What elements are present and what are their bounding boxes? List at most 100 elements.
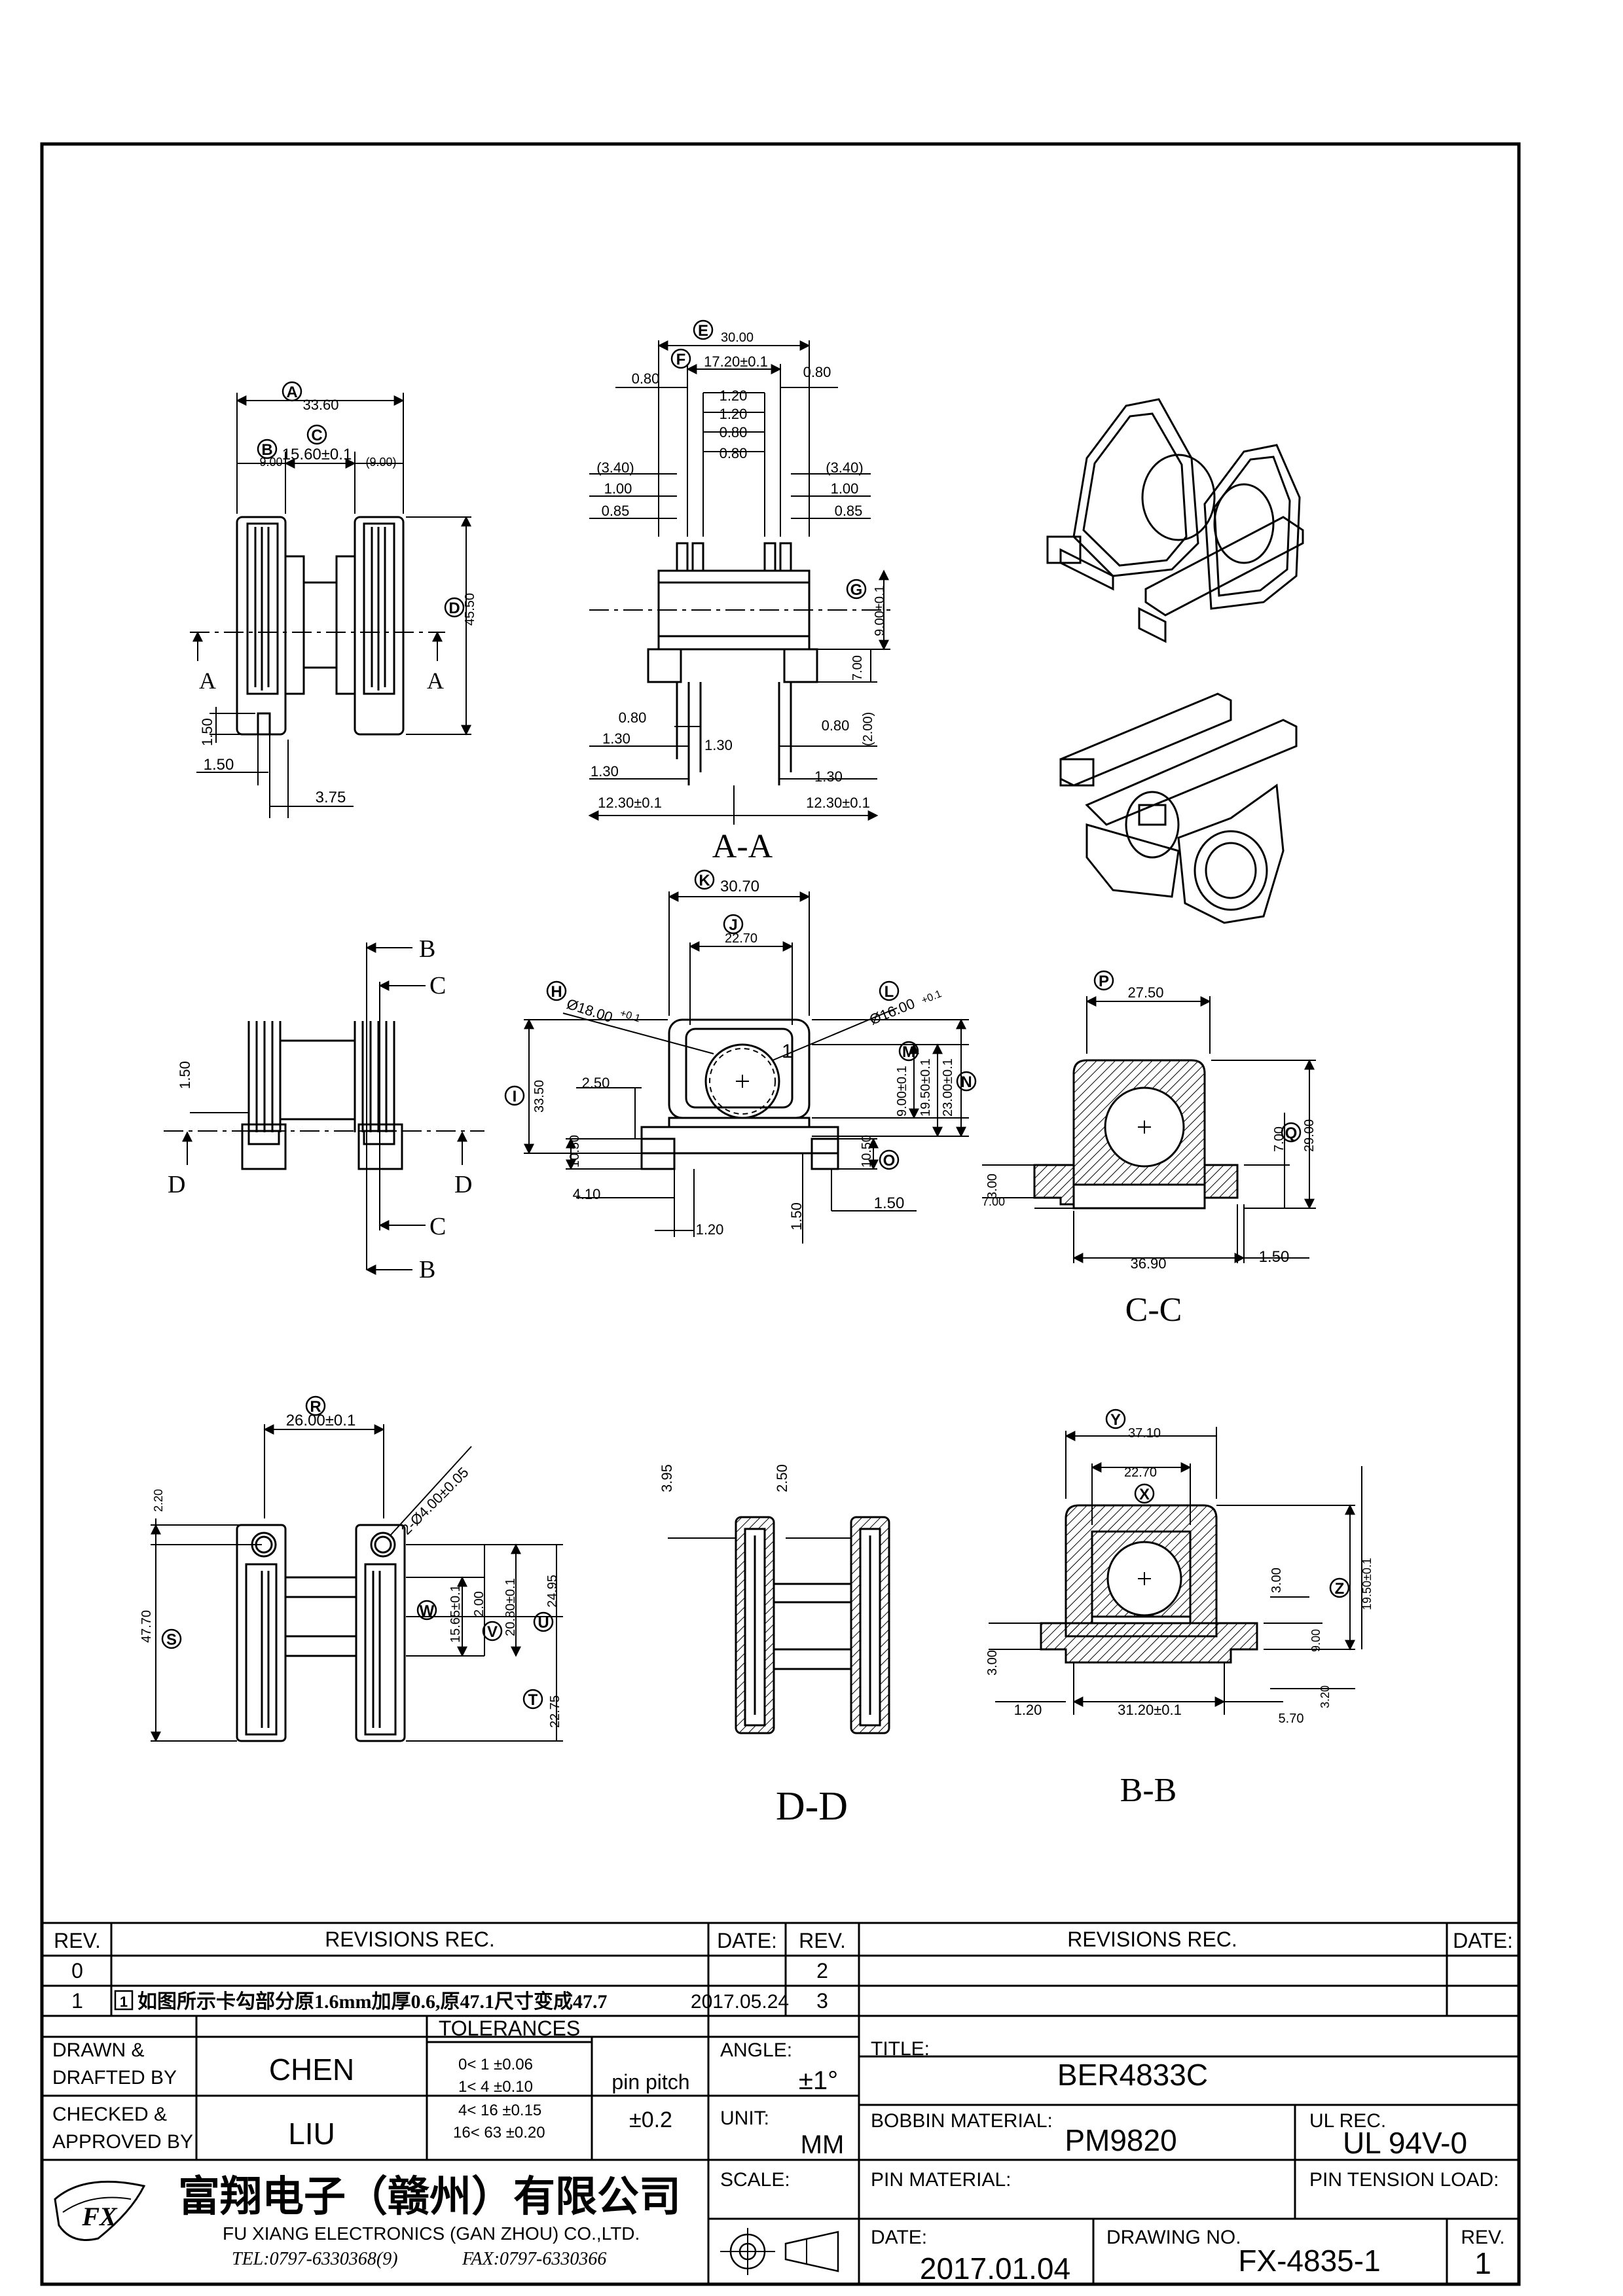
dim-120: 1.20	[696, 1221, 724, 1238]
title-value: BER4833C	[1057, 2058, 1208, 2092]
dim-Z: 19.50±0.1	[1360, 1558, 1374, 1610]
dim-F: 17.20±0.1	[704, 353, 768, 370]
dim-N-val: 23.00±0.1	[941, 1058, 955, 1117]
dim-p130a: 1.30	[602, 730, 630, 747]
view-top-left-labels: A 33.60 B 9.00 C 15.60±0.1 (9.00) D 45.5…	[199, 381, 477, 806]
svg-text:G: G	[850, 581, 863, 599]
dim-Q: 29.00	[1302, 1119, 1317, 1152]
svg-text:O: O	[883, 1152, 896, 1170]
svg-text:U: U	[538, 1614, 549, 1632]
view-front	[524, 891, 969, 1244]
angle-value: ±1°	[799, 2066, 838, 2095]
drawing-no-label: DRAWING NO.	[1106, 2227, 1241, 2248]
svg-text:D: D	[448, 600, 460, 617]
svg-text:Z: Z	[1335, 1580, 1345, 1598]
dim-H-tol: +0.1	[619, 1008, 642, 1025]
dim-080a: 0.80	[632, 370, 660, 387]
mark-1: 1	[782, 1041, 793, 1062]
drawn-label-1: DRAWN &	[52, 2039, 145, 2061]
view-3d-top	[1046, 398, 1304, 643]
dim-bb-320: 3.20	[1319, 1685, 1332, 1708]
date-value: 2017.01.04	[920, 2251, 1070, 2286]
dim-v1: 1.50	[199, 718, 215, 746]
ul-label: UL REC.	[1309, 2110, 1386, 2132]
section-mark-left: A	[199, 668, 216, 694]
dim-p130c: 1.30	[591, 763, 619, 780]
dim-hole: 2-Ø4.00±0.05	[398, 1464, 472, 1538]
view-section-aa	[588, 340, 890, 825]
title-label: TITLE:	[871, 2038, 930, 2060]
company-name-en: FU XIANG ELECTRONICS (GAN ZHOU) CO.,LTD.	[223, 2223, 640, 2244]
revisions-table	[42, 1922, 1519, 2017]
view-3d-bottom	[1059, 692, 1298, 924]
dim-3690: 36.90	[1130, 1255, 1166, 1272]
svg-text:T: T	[528, 1691, 538, 1709]
rev-row-0: 0	[71, 1959, 83, 1982]
company-name-cn: 富翔电子（赣州）有限公司	[178, 2174, 681, 2220]
dim-M: 9.00±0.1	[895, 1066, 909, 1117]
checked-label-2: APPROVED BY	[52, 2131, 193, 2153]
ul-value: UL 94V-0	[1343, 2126, 1467, 2160]
unit-label: UNIT:	[720, 2108, 769, 2129]
dim-l340: (3.40)	[596, 459, 634, 476]
dim-P: 27.50	[1127, 984, 1163, 1001]
title-block	[42, 2016, 1519, 2284]
dim-r100: 1.00	[831, 480, 859, 497]
dim-l085: 0.85	[602, 503, 630, 519]
unit-value: MM	[801, 2130, 845, 2159]
title-section-aa: A-A	[712, 828, 773, 865]
pin-pitch-label: pin pitch	[611, 2070, 689, 2094]
dim-395: 3.95	[659, 1464, 675, 1492]
dim-570: 5.70	[1279, 1712, 1304, 1726]
dim-A: 33.60	[302, 397, 338, 413]
svg-text:V: V	[487, 1623, 498, 1641]
tol-row-3: 16< 63 ±0.20	[453, 2124, 545, 2142]
view-section-bb-labels: Y 37.10 22.70 X Z 19.50±0.1 3.00 9.00 3.…	[985, 1408, 1374, 1809]
dim-200: (2.00)	[861, 712, 875, 746]
dim-T: 22.75	[548, 1695, 562, 1728]
drawing-no-value: FX-4835-1	[1238, 2244, 1380, 2278]
dim-080d: 0.80	[720, 445, 748, 461]
view-section-bb	[989, 1427, 1362, 1715]
date-header-right: DATE:	[1453, 1929, 1513, 1952]
dim-J: 22.70	[725, 931, 757, 946]
dim-200: 2.00	[472, 1591, 486, 1617]
svg-text:F: F	[676, 351, 686, 368]
dim-250: 2.50	[582, 1075, 610, 1091]
dim-dd-250: 2.50	[774, 1464, 790, 1492]
revisions-text: REV. REVISIONS REC. DATE: REV. REVISIONS…	[54, 1928, 1513, 2013]
svg-text:P: P	[1099, 973, 1109, 990]
view-section-aa-labels: E 30.00 F 17.20±0.1 0.80 0.80 1.20 1.20 …	[591, 319, 887, 865]
dim-v150: 1.50	[788, 1202, 805, 1230]
rec-header-left: REVISIONS REC.	[325, 1928, 495, 1951]
dim-D: 45.50	[463, 593, 477, 626]
mark-B-top: B	[419, 935, 435, 963]
pin-tension-label: PIN TENSION LOAD:	[1309, 2169, 1499, 2191]
dim-3120: 31.20±0.1	[1118, 1702, 1182, 1718]
dim-b080a: 0.80	[619, 709, 647, 726]
dim-h150: 1.50	[874, 1194, 905, 1212]
checked-label-1: CHECKED &	[52, 2104, 167, 2125]
dim-120b: 1.20	[720, 406, 748, 422]
pin-material-label: PIN MATERIAL:	[871, 2169, 1011, 2191]
svg-text:N: N	[960, 1073, 972, 1091]
title-section-cc: C-C	[1125, 1291, 1182, 1329]
tol-row-1: 1< 4 ±0.10	[458, 2078, 533, 2096]
rev-row-3: 3	[816, 1989, 828, 2013]
rec-header-right: REVISIONS REC.	[1067, 1928, 1237, 1951]
bobbin-label: BOBBIN MATERIAL:	[871, 2110, 1053, 2132]
rev-row-1: 1	[71, 1989, 83, 2013]
company-fax: FAX:0797-6330366	[462, 2249, 606, 2269]
dim-bb-120: 1.20	[1014, 1702, 1042, 1718]
mark-C-bottom: C	[429, 1213, 446, 1240]
mark-C-top: C	[429, 972, 446, 999]
dim-G: 9.00±0.1	[873, 585, 887, 636]
date-label: DATE:	[871, 2227, 927, 2248]
dim-700: 7.00	[850, 655, 865, 681]
mark-D-left: D	[168, 1171, 185, 1198]
tolerances-title: TOLERANCES	[439, 2017, 580, 2040]
view-bottom-left-labels: R 26.00±0.1 2-Ø4.00±0.05 2.20 47.70 S W …	[139, 1395, 562, 1728]
angle-label: ANGLE:	[720, 2039, 792, 2061]
view-section-cc	[982, 996, 1316, 1263]
